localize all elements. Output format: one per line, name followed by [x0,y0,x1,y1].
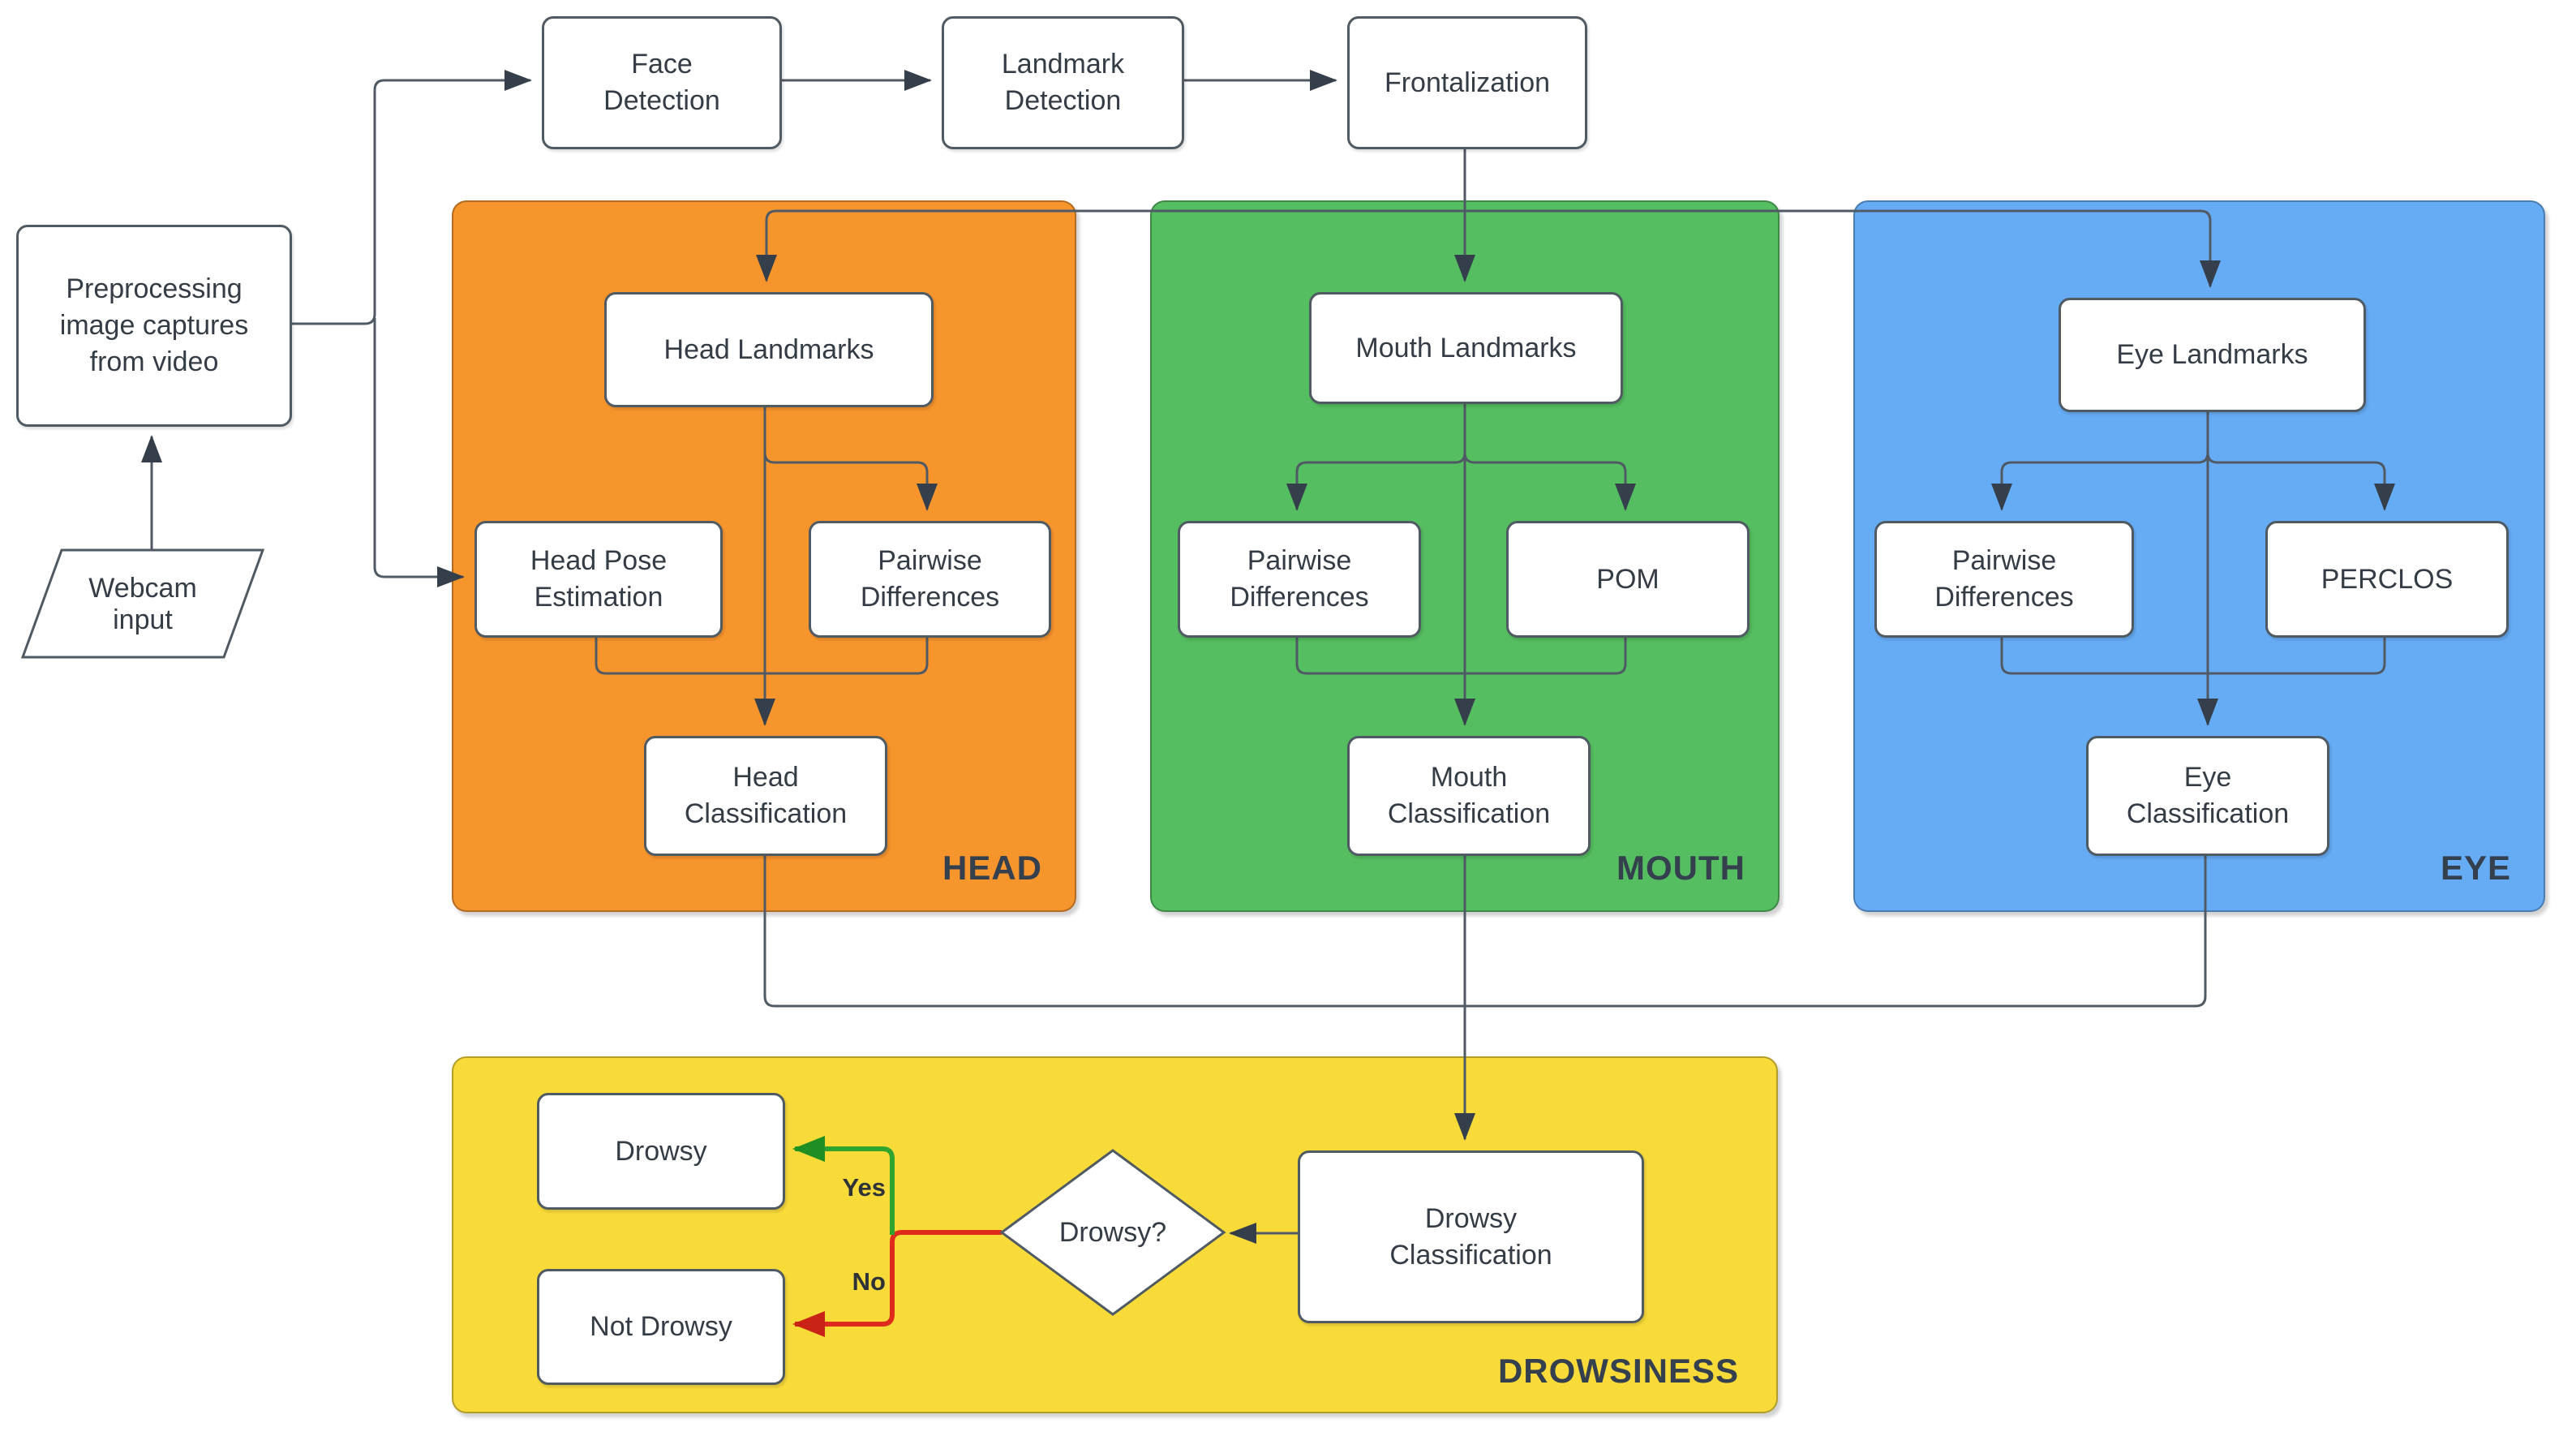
landmark-detection-label: Landmark Detection [1001,49,1125,116]
eye-pairwise-differences-box: Pairwise Differences [1874,521,2134,638]
mouth-pairwise-differences-box: Pairwise Differences [1178,521,1421,638]
drowsy-classification-box: Drowsy Classification [1298,1150,1644,1323]
head-classification-box: Head Classification [644,736,887,856]
edge-preprocessing-to-head-pose [373,318,465,587]
head-pose-estimation-label: Head Pose Estimation [530,545,668,613]
mouth-classification-label: Mouth Classification [1387,762,1551,829]
eye-classification-box: Eye Classification [2086,736,2329,856]
mouth-landmarks-box: Mouth Landmarks [1309,292,1623,404]
head-pairwise-differences-box: Pairwise Differences [809,521,1051,638]
no-edge-label: No [852,1267,886,1296]
yes-edge-label: Yes [842,1173,886,1202]
face-detection-box: Face Detection [542,16,782,149]
webcam-input-label: Webcam input [88,573,197,635]
eye-landmarks-box: Eye Landmarks [2059,298,2366,412]
frontalization-label: Frontalization [1384,67,1551,98]
pom-box: POM [1506,521,1750,638]
preprocessing-label: Preprocessing image captures from video [59,273,249,377]
not-drowsy-box: Not Drowsy [537,1269,785,1385]
drowsiness-panel-title: DROWSINESS [1497,1352,1739,1390]
eye-landmarks-label: Eye Landmarks [2116,339,2308,371]
eye-classification-label: Eye Classification [2126,762,2290,829]
frontalization-box: Frontalization [1347,16,1587,149]
drowsy-decision-label-wrap: Drowsy? [1015,1208,1210,1257]
head-landmarks-box: Head Landmarks [604,292,934,407]
not-drowsy-label: Not Drowsy [590,1311,732,1343]
head-landmarks-label: Head Landmarks [663,333,874,365]
preprocessing-box: Preprocessing image captures from video [16,225,292,427]
mouth-panel-title: MOUTH [1616,849,1745,887]
drowsy-classification-label: Drowsy Classification [1389,1202,1552,1271]
drowsy-decision-label: Drowsy? [1058,1216,1167,1248]
mouth-pairwise-differences-label: Pairwise Differences [1230,545,1369,613]
webcam-input-label-wrap: Webcam input [45,560,240,649]
perclos-box: PERCLOS [2265,521,2509,638]
head-classification-label: Head Classification [684,762,848,829]
eye-panel-title: EYE [2440,849,2511,887]
drowsy-box: Drowsy [537,1093,785,1210]
head-panel-title: HEAD [942,849,1042,887]
head-pairwise-differences-label: Pairwise Differences [860,545,1000,613]
eye-pairwise-differences-label: Pairwise Differences [1934,545,2074,613]
landmark-detection-box: Landmark Detection [942,16,1184,149]
mouth-classification-box: Mouth Classification [1347,736,1591,856]
face-detection-label: Face Detection [603,49,720,116]
drowsy-label: Drowsy [615,1135,707,1167]
perclos-label: PERCLOS [2321,563,2454,595]
mouth-landmarks-label: Mouth Landmarks [1355,332,1577,363]
pom-label: POM [1596,563,1659,595]
head-pose-estimation-box: Head Pose Estimation [474,521,723,638]
